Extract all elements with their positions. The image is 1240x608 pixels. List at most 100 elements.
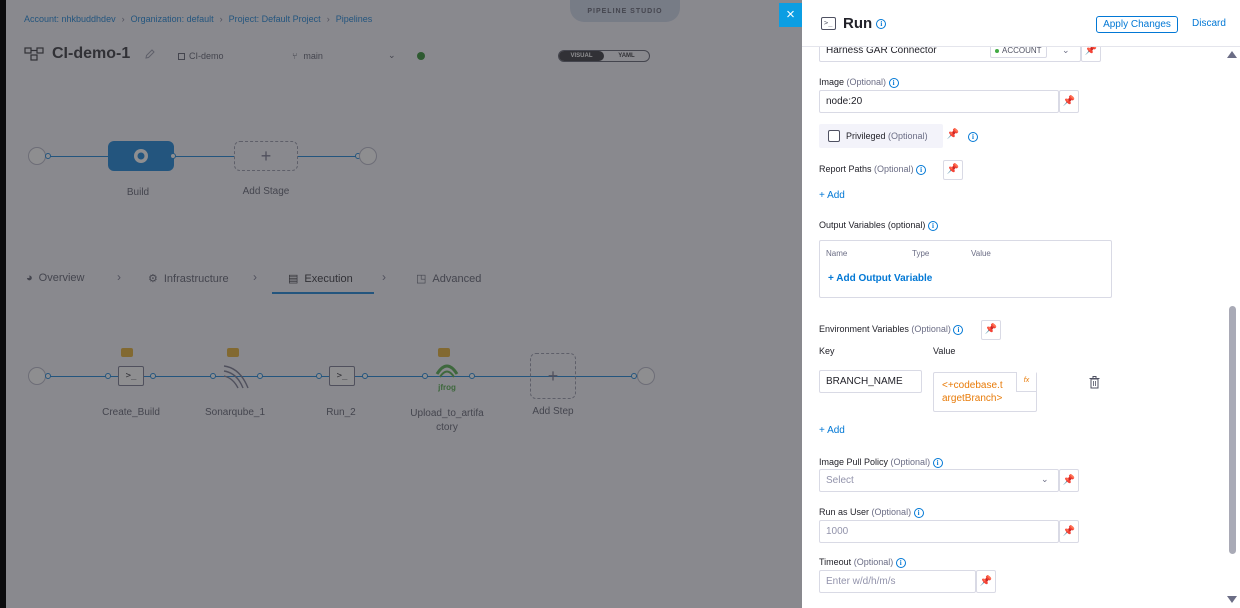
- info-icon[interactable]: i: [888, 77, 899, 88]
- connector-line: [298, 156, 358, 157]
- step-create-build[interactable]: >_: [118, 366, 144, 386]
- connector-line: [174, 156, 234, 157]
- pin-icon[interactable]: 📌: [981, 320, 1001, 340]
- tab-execution[interactable]: ▤Execution: [288, 272, 353, 286]
- sonarqube-icon[interactable]: [222, 362, 252, 390]
- chevron-down-icon[interactable]: ⌄: [388, 50, 396, 60]
- active-tab-indicator: [272, 292, 374, 294]
- run-step-icon: >_: [821, 17, 836, 30]
- pin-icon[interactable]: 📌: [1059, 469, 1079, 492]
- info-icon[interactable]: i: [913, 507, 924, 518]
- visual-yaml-toggle[interactable]: VISUAL YAML: [558, 50, 650, 62]
- visual-toggle[interactable]: VISUAL: [559, 51, 604, 61]
- info-icon[interactable]: i: [953, 324, 964, 335]
- step-upload-to-artifactory[interactable]: jfrog: [432, 362, 462, 392]
- trash-icon[interactable]: [1089, 376, 1100, 389]
- plus-icon: +: [547, 366, 559, 386]
- environment-variables-label: Environment Variables (Optional) i: [819, 324, 964, 335]
- git-branch-icon: ⑂: [292, 51, 298, 61]
- pin-icon[interactable]: 📌: [976, 570, 996, 593]
- connector-dot: [105, 373, 111, 379]
- add-step-button[interactable]: +: [530, 353, 576, 399]
- step-warning-badge: [438, 348, 450, 357]
- info-icon[interactable]: i: [916, 164, 927, 175]
- timeout-label: Timeout (Optional) i: [819, 557, 906, 568]
- column-header: Value: [971, 249, 991, 258]
- output-variables-table: Name Type Value + Add Output Variable: [819, 240, 1112, 298]
- scroll-up-icon[interactable]: [1227, 51, 1237, 58]
- info-icon[interactable]: i: [968, 132, 978, 142]
- expression-fx-icon[interactable]: fx: [1016, 372, 1036, 392]
- step-label: Create_Build: [102, 407, 160, 418]
- pin-icon[interactable]: 📌: [1059, 90, 1079, 113]
- stage-build[interactable]: [108, 141, 174, 171]
- build-stage-icon: [134, 149, 148, 163]
- close-drawer-button[interactable]: ×: [779, 3, 802, 27]
- connector-dot: [210, 373, 216, 379]
- add-report-path-link[interactable]: + Add: [819, 190, 845, 201]
- chevron-right-icon: ›: [117, 270, 121, 284]
- image-label: Image (Optional) i: [819, 77, 899, 88]
- execution-end-node: [637, 367, 655, 385]
- apply-changes-button[interactable]: Apply Changes: [1096, 16, 1178, 33]
- pin-icon[interactable]: 📌: [943, 160, 963, 180]
- connector-dot: [45, 153, 51, 159]
- jfrog-icon: [435, 364, 459, 378]
- infrastructure-icon: ⚙: [148, 273, 158, 285]
- run-as-user-input[interactable]: 1000: [819, 520, 1059, 543]
- timeout-input[interactable]: Enter w/d/h/m/s: [819, 570, 976, 593]
- info-icon[interactable]: i: [927, 220, 938, 231]
- breadcrumb-pipelines[interactable]: Pipelines: [335, 14, 373, 24]
- left-edge-bar: [0, 0, 6, 608]
- modal-overlay: [0, 0, 802, 608]
- tab-infrastructure[interactable]: ⚙Infrastructure: [148, 272, 229, 286]
- connector-dot: [150, 373, 156, 379]
- connector-dot: [469, 373, 475, 379]
- overview-icon: ◕: [26, 272, 33, 284]
- chevron-down-icon[interactable]: ⌄: [1041, 474, 1049, 484]
- add-output-variable-button[interactable]: + Add Output Variable: [828, 273, 933, 284]
- tab-overview[interactable]: ◕Overview: [26, 272, 85, 284]
- scroll-down-icon[interactable]: [1227, 596, 1237, 603]
- connector-dot: [316, 373, 322, 379]
- add-stage-button[interactable]: +: [234, 141, 298, 171]
- env-value-header: Value: [933, 346, 956, 356]
- info-icon[interactable]: i: [876, 19, 887, 30]
- sync-status-icon: [417, 52, 425, 60]
- terminal-icon: >_: [125, 371, 137, 381]
- chevron-down-icon[interactable]: ⌄: [1062, 45, 1070, 55]
- discard-button[interactable]: Discard: [1192, 18, 1226, 29]
- pipeline-start-node: [28, 147, 46, 165]
- image-input[interactable]: node:20: [819, 90, 1059, 113]
- env-key-input[interactable]: BRANCH_NAME: [819, 370, 922, 393]
- image-pull-policy-label: Image Pull Policy (Optional) i: [819, 457, 943, 468]
- info-icon[interactable]: i: [932, 457, 943, 468]
- stage-label: Add Stage: [242, 186, 290, 197]
- info-icon[interactable]: i: [895, 557, 906, 568]
- pipeline-id-icon: [178, 53, 185, 61]
- pin-icon[interactable]: 📌: [943, 126, 963, 146]
- connector-dot: [257, 373, 263, 379]
- privileged-checkbox[interactable]: [828, 130, 840, 142]
- breadcrumb-account[interactable]: Account: nhkbuddhdev: [24, 14, 116, 24]
- close-icon: ×: [786, 6, 795, 23]
- yaml-toggle[interactable]: YAML: [618, 53, 635, 59]
- drawer-title: Run i: [843, 15, 887, 32]
- pin-icon[interactable]: 📌: [1059, 520, 1079, 543]
- breadcrumb-project[interactable]: Project: Default Project: [228, 14, 321, 24]
- edit-pencil-icon[interactable]: [144, 48, 156, 60]
- column-header: Name: [826, 249, 848, 258]
- breadcrumb-organization[interactable]: Organization: default: [130, 14, 214, 24]
- add-environment-variable-link[interactable]: + Add: [819, 425, 845, 436]
- jfrog-wordmark: jfrog: [438, 383, 456, 392]
- privileged-label: Privileged (Optional): [846, 131, 928, 141]
- connector-dot: [422, 373, 428, 379]
- image-pull-policy-select[interactable]: Select: [819, 469, 1059, 492]
- step-run-2[interactable]: >_: [329, 366, 355, 386]
- branch-selector[interactable]: ⑂main: [292, 51, 323, 61]
- tab-advanced[interactable]: ◳Advanced: [416, 272, 482, 286]
- env-key-header: Key: [819, 346, 835, 356]
- scrollbar-thumb[interactable]: [1229, 306, 1236, 554]
